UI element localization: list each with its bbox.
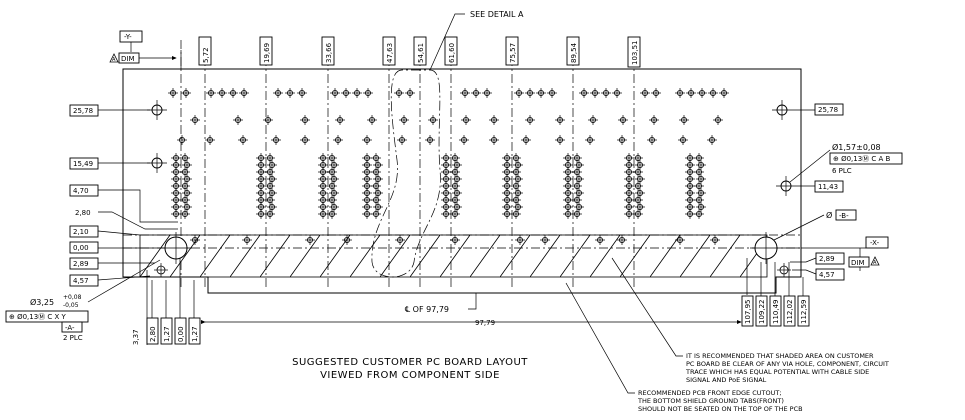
left-hole-callout: Ø3,25 +0,08 -0,05 ⊕ Ø0,13Ⓜ C X Y -A- 2 P… (5, 259, 161, 342)
left-dim-7: 2,89 (73, 260, 89, 268)
left-dim-4: 2,80 (75, 209, 91, 217)
hole-callout: Ø1,57±0,08 ⊕ Ø0,13Ⓜ C A B 6 PLC (789, 142, 903, 183)
note-cutout-line-1: RECOMMENDED PCB FRONT EDGE CUTOUT; (638, 389, 782, 397)
right-dim-3: 2,89 (819, 255, 835, 263)
bl-dim-3: 1,27 (163, 326, 171, 342)
center-note: ℄ OF 97,79 (405, 305, 449, 314)
br-dim-1: 107,95 (744, 300, 752, 325)
left-dim-3: 4,70 (73, 187, 89, 195)
dim-flag-right-label: DIM (851, 259, 865, 267)
br-dim-2: 109,22 (758, 300, 766, 325)
large-locating-holes (154, 232, 791, 277)
note-cutout: RECOMMENDED PCB FRONT EDGE CUTOUT; THE B… (637, 389, 803, 413)
top-dim-9: 103,51 (631, 41, 639, 66)
left-dim-5: 2,10 (73, 228, 89, 236)
br-dim-5: 112,59 (800, 300, 808, 325)
note-cutout-leader (565, 282, 635, 394)
bl-dim-4: 0,00 (177, 326, 185, 342)
note-shaded-area: IT IS RECOMMENDED THAT SHADED AREA ON CU… (685, 352, 889, 384)
note-shaded-line-3: TRACE WHICH HAS EQUAL POTENTIAL WITH CAB… (685, 368, 869, 376)
left-dim-2: 15,49 (73, 160, 93, 168)
note-shaded-leader (611, 257, 683, 357)
note-shaded-line-1: IT IS RECOMMENDED THAT SHADED AREA ON CU… (686, 352, 874, 360)
left-dimensions: 25,78 15,49 4,70 2,80 2,10 0,00 2,89 4,5… (69, 104, 178, 287)
top-dim-4: 47,63 (386, 43, 394, 63)
right-dimensions: 25,78 11,43 2,89 4,57 -X- DIM A (782, 103, 889, 281)
drawing-title-line-2: VIEWED FROM COMPONENT SIDE (320, 370, 500, 381)
drawing-title-line-1: SUGGESTED CUSTOMER PC BOARD LAYOUT (292, 357, 528, 368)
top-dim-8: 89,54 (570, 42, 578, 63)
top-dim-2: 19,69 (263, 43, 271, 63)
alignment-holes (147, 100, 796, 196)
hole-callout-dia: Ø1,57±0,08 (832, 142, 881, 152)
left-callout-tol-plus: +0,08 (63, 294, 82, 301)
bl-dim-5: 1,27 (191, 326, 199, 342)
dim-flag-left-label: DIM (121, 55, 135, 63)
hole-callout-plc: 6 PLC (832, 167, 852, 175)
top-dim-7: 75,57 (509, 43, 517, 63)
detail-a-outline (371, 69, 441, 278)
datum-a-label: -A- (65, 324, 75, 332)
dim-flag-left: A DIM (109, 52, 177, 64)
note-cutout-line-3: SHOULD NOT BE SEATED ON THE TOP OF THE P… (638, 405, 803, 413)
left-dim-8: 4,57 (73, 277, 89, 285)
see-detail-label: SEE DETAIL A (470, 10, 524, 19)
note-cutout-line-2: THE BOTTOM SHIELD GROUND TABS(FRONT) (637, 397, 784, 405)
top-dim-1: 5,72 (202, 47, 210, 63)
see-detail-leader (429, 13, 465, 71)
svg-text:A: A (873, 260, 877, 266)
datum-x-label: -X- (870, 239, 880, 247)
right-dim-1: 25,78 (818, 106, 838, 114)
top-dim-3: 33,66 (325, 42, 333, 63)
bl-dim-1: 3,37 (132, 329, 140, 345)
note-shaded-line-2: PC BOARD BE CLEAR OF ANY VIA HOLE, COMPO… (686, 360, 889, 368)
bl-dim-2: 2,80 (149, 326, 157, 342)
datum-y-label: -Y- (124, 33, 132, 41)
br-dim-4: 112,02 (786, 300, 794, 325)
bottom-right-dims: 107,95 109,22 110,49 112,02 112,59 (741, 258, 810, 327)
right-dim-4: 4,57 (819, 271, 835, 279)
left-callout-tol-minus: -0,05 (63, 302, 79, 309)
svg-text:A: A (112, 57, 116, 63)
left-dim-6: 0,00 (73, 244, 89, 252)
datum-b-dia: Ø (826, 210, 832, 220)
left-callout-dia: Ø3,25 (30, 297, 54, 307)
right-dim-2: 11,43 (818, 183, 838, 191)
overall-dim-label: 97,79 (475, 319, 495, 327)
left-callout-plc: 2 PLC (63, 334, 83, 342)
hole-callout-frame: ⊕ Ø0,13Ⓜ C A B (833, 155, 891, 163)
pin-hole-columns (170, 152, 721, 246)
top-dimension-boxes: 5,72 19,69 33,66 47,63 54,61 61,60 75,57… (198, 36, 641, 68)
datum-b-label: -B- (839, 212, 849, 220)
shaded-keepout-area (139, 234, 768, 278)
left-callout-frame: ⊕ Ø0,13Ⓜ C X Y (9, 313, 67, 321)
pin-holes (167, 87, 730, 146)
top-dim-6: 61,60 (448, 43, 456, 63)
left-dim-1: 25,78 (73, 107, 93, 115)
datum-b-callout: Ø -B- (773, 209, 857, 241)
bottom-left-dims: 3,37 2,80 1,27 0,00 1,27 (132, 258, 201, 345)
top-dim-5: 54,61 (417, 43, 425, 63)
note-shaded-line-4: SIGNAL AND PoE SIGNAL (686, 376, 767, 384)
br-dim-3: 110,49 (772, 300, 780, 325)
